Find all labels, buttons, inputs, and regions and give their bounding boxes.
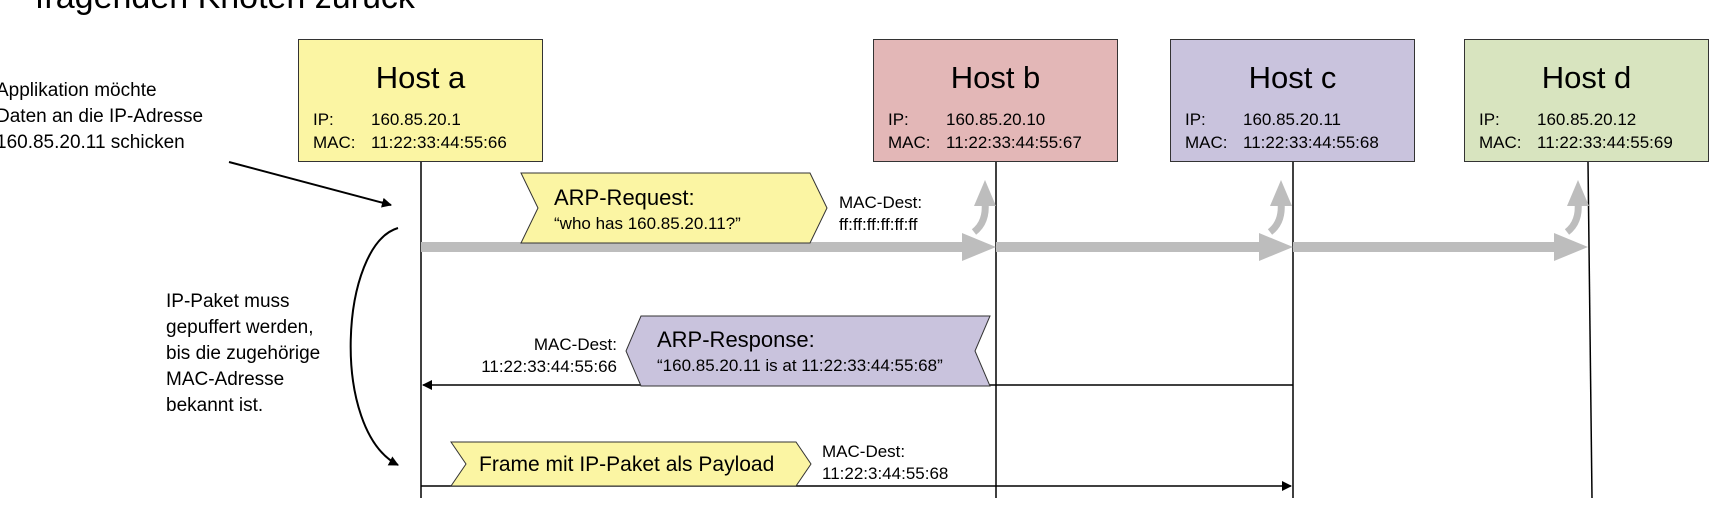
note-line: gepuffert werden,	[166, 317, 314, 338]
arp-request-shape	[520, 172, 828, 244]
curl-head-b	[974, 180, 996, 206]
mac-value: 11:22:33:44:55:66	[371, 133, 507, 152]
ip-label: IP:	[1479, 110, 1500, 129]
frame-title: Frame mit IP-Paket als Payload	[479, 453, 775, 476]
arp-request-subtitle: “who has 160.85.20.11?”	[554, 214, 741, 233]
note-line: bis die zugehörige	[166, 343, 321, 364]
ip-label: IP:	[1185, 110, 1206, 129]
mac-label: MAC:	[313, 133, 356, 152]
mac-value: 11:22:33:44:55:69	[1537, 133, 1673, 152]
arp-response-title: ARP-Response:	[657, 327, 815, 352]
dest-label: MAC-Dest:	[533, 335, 617, 354]
ip-value: 160.85.20.10	[946, 110, 1046, 129]
frame-dest: MAC-Dest: 11:22:3:44:55:68	[822, 441, 948, 485]
mac-value: 11:22:33:44:55:67	[946, 133, 1082, 152]
note-line: IP-Paket muss	[166, 291, 290, 312]
buffer-note: IP-Paket muss gepuffert werden, bis die …	[166, 289, 320, 419]
note-line: Applikation möchte	[0, 80, 157, 101]
mac-value: 11:22:33:44:55:68	[1243, 133, 1379, 152]
curl-head-d	[1567, 180, 1589, 206]
application-note: Applikation möchte Daten an die IP-Adres…	[0, 78, 203, 156]
host-ip-row: IP: 160.85.20.1	[313, 110, 461, 130]
ip-label: IP:	[313, 110, 334, 129]
host-name: Host d	[1541, 60, 1632, 95]
ip-label: IP:	[888, 110, 909, 129]
host-mac-row: MAC: 11:22:33:44:55:69	[1479, 133, 1673, 153]
mac-label: MAC:	[888, 133, 931, 152]
curl-head-c	[1270, 180, 1292, 206]
frame-shape	[450, 441, 812, 487]
mac-label: MAC:	[1479, 133, 1522, 152]
dest-label: MAC-Dest:	[839, 193, 923, 212]
note-line: bekannt ist.	[166, 395, 264, 416]
ip-value: 160.85.20.1	[371, 110, 461, 129]
arp-response-shape	[625, 315, 991, 387]
dest-label: MAC-Dest:	[822, 442, 906, 461]
lifeline-host-d	[1587, 161, 1593, 499]
ip-value: 160.85.20.11	[1243, 110, 1341, 129]
host-ip-row: IP: 160.85.20.12	[1479, 110, 1636, 130]
host-mac-row: MAC: 11:22:33:44:55:67	[888, 133, 1082, 153]
host-name: Host a	[375, 60, 466, 95]
ip-value: 160.85.20.12	[1537, 110, 1637, 129]
host-name: Host c	[1248, 60, 1337, 95]
host-b-box: Host b IP: 160.85.20.10 MAC: 11:22:33:44:5…	[873, 39, 1118, 162]
note-line: MAC-Adresse	[166, 369, 285, 390]
dest-value: 11:22:33:44:55:66	[481, 357, 617, 376]
dest-value: 11:22:3:44:55:68	[822, 464, 949, 483]
host-a-box: Host a IP: 160.85.20.1 MAC: 11:22:33:44:55…	[298, 39, 543, 162]
host-ip-row: IP: 160.85.20.11	[1185, 110, 1341, 130]
host-mac-row: MAC: 11:22:33:44:55:68	[1185, 133, 1379, 153]
buffer-curved-arrow	[349, 227, 399, 466]
host-ip-row: IP: 160.85.20.10	[888, 110, 1045, 130]
host-d-box: Host d IP: 160.85.20.12 MAC: 11:22:33:44:5…	[1464, 39, 1709, 162]
receive-curl-arrows	[971, 201, 1582, 235]
host-c-box: Host c IP: 160.85.20.11 MAC: 11:22:33:44:5…	[1170, 39, 1415, 162]
dest-value: ff:ff:ff:ff:ff:ff	[839, 215, 918, 234]
host-name: Host b	[950, 60, 1041, 95]
host-mac-row: MAC: 11:22:33:44:55:66	[313, 133, 507, 153]
arp-response-dest: MAC-Dest: 11:22:33:44:55:66	[470, 334, 617, 378]
note-line: Daten an die IP-Adresse	[0, 106, 204, 127]
application-pointer-arrow	[228, 161, 392, 208]
arp-response-subtitle: “160.85.20.11 is at 11:22:33:44:55:68”	[657, 356, 943, 375]
arp-request-dest: MAC-Dest: ff:ff:ff:ff:ff:ff	[839, 192, 922, 236]
arp-request-title: ARP-Request:	[554, 185, 695, 210]
note-line: 160.85.20.11 schicken	[0, 132, 185, 153]
slide-heading: fragenden Knoten zurück	[35, 0, 415, 17]
mac-label: MAC:	[1185, 133, 1228, 152]
broadcast-arrow	[421, 233, 1588, 261]
